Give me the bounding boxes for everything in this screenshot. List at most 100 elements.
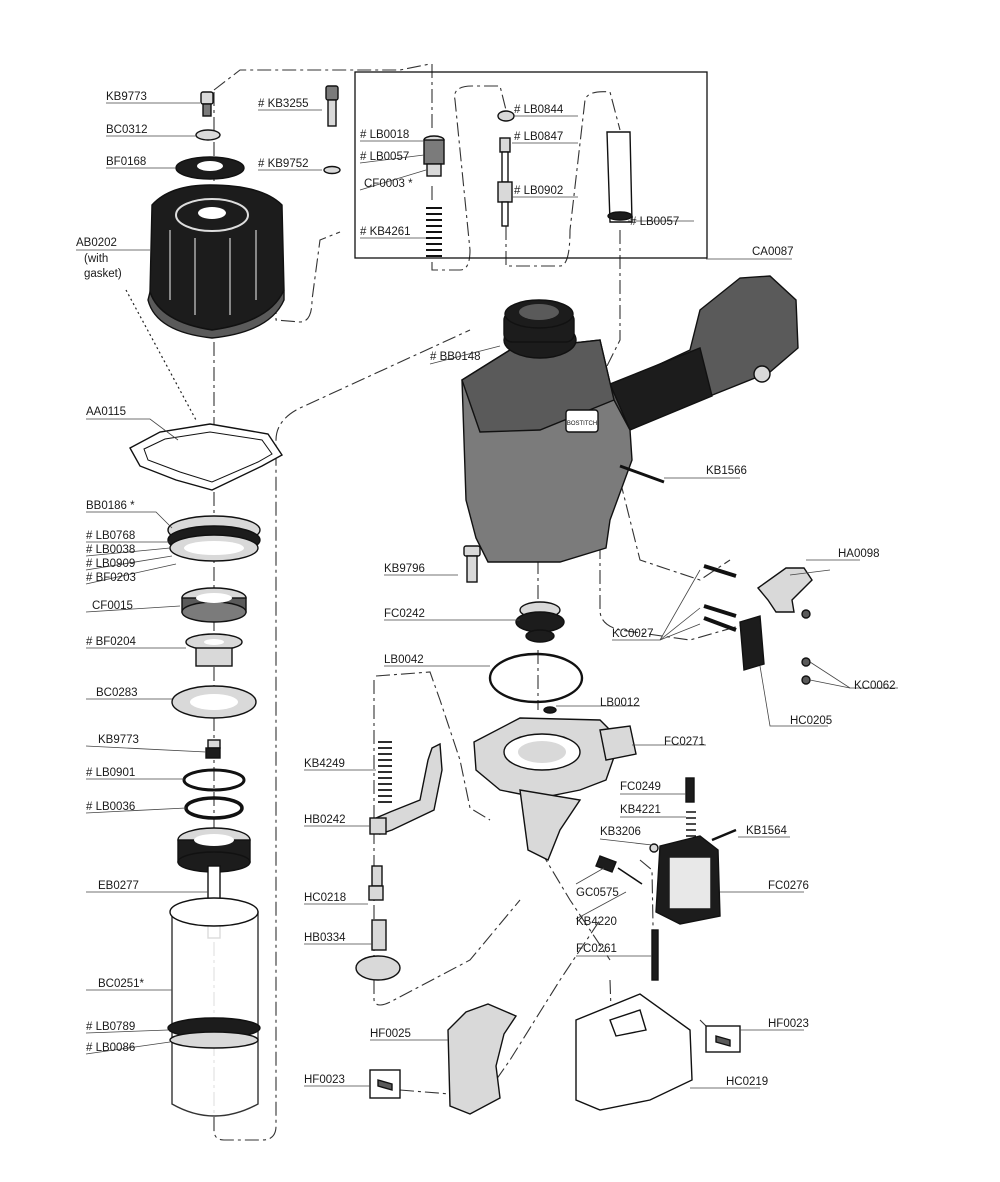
ring-cf0015 [181,587,247,623]
label-ca0087: CA0087 [752,246,794,258]
label-kb9796: KB9796 [384,563,425,575]
label-hc0219: HC0219 [726,1076,768,1088]
screw-kb9773-top [200,91,214,117]
bolts-kc0027 [703,564,737,632]
label-ab0202-gasket: gasket) [84,268,122,280]
pin-gc0575 [595,855,617,873]
nut-kc0062-a [801,657,811,667]
label-ab0202-with: (with [84,253,108,265]
label-fc0276: FC0276 [768,880,809,892]
label-hc0218: HC0218 [304,892,346,904]
label-kc0062: KC0062 [854,680,896,692]
label-hf0023-left: HF0023 [304,1074,345,1086]
label-lb0844: # LB0844 [514,104,564,116]
spring-kb4220 [617,867,643,885]
guide-hc0219 [575,993,693,1111]
bumper-bf0168 [175,156,245,180]
label-bf0204: # BF0204 [86,636,136,648]
label-kb4220: KB4220 [576,916,617,928]
label-lb0036: # LB0036 [86,801,135,813]
label-kb4261: # KB4261 [360,226,411,238]
label-kb1566: KB1566 [706,465,747,477]
screw-kb9773-mid [205,739,221,759]
label-cf0015: CF0015 [92,600,133,612]
pin-fc0261 [651,929,659,981]
label-hb0334: HB0334 [304,932,346,944]
label-lb0012: LB0012 [600,697,640,709]
leader-lines [76,102,898,1089]
label-eb0277: EB0277 [98,880,139,892]
label-fc0242: FC0242 [384,608,425,620]
ring-lb0901 [182,768,246,792]
label-kc0027: KC0027 [612,628,654,640]
label-ha0098: HA0098 [838,548,880,560]
nose-housing-fc0271 [473,717,637,861]
label-lb0847: # LB0847 [514,131,563,143]
valve-sleeve [606,131,633,223]
lever-hb0242 [375,742,443,835]
washer-kb9752 [323,165,341,175]
bracket-ha0098 [756,567,813,613]
label-bc0283: BC0283 [96,687,138,699]
valve-parts-inset-box [354,71,708,259]
label-kb9773-mid: KB9773 [98,734,139,746]
valve-stem-parts [497,110,515,227]
piston-stop-fc0242 [515,601,565,643]
label-aa0115: AA0115 [86,406,126,418]
label-bb0186: BB0186 * [86,500,135,512]
label-bc0251: BC0251* [98,978,145,990]
label-bf0203: # BF0203 [86,572,136,584]
label-bf0168: BF0168 [106,156,146,168]
label-kb9752: # KB9752 [258,158,309,170]
label-lb0789: # LB0789 [86,1021,135,1033]
o-ring-lb0012 [543,706,557,714]
label-kb9773-top: KB9773 [106,91,147,103]
nut-kc0062-b [801,675,811,685]
label-lb0057-right: # LB0057 [630,216,679,228]
label-ab0202: AB0202 [76,237,117,249]
spring-kb4249 [378,741,392,803]
label-lb0038: # LB0038 [86,544,135,556]
label-fc0249: FC0249 [620,781,661,793]
label-kb1564: KB1564 [746,825,788,837]
label-fc0271: FC0271 [664,736,705,748]
label-lb0901: # LB0901 [86,767,135,779]
plate-hc0205 [739,615,765,671]
label-kb4221: KB4221 [620,804,661,816]
washer-bc0312 [195,129,221,141]
label-fc0261: FC0261 [576,943,617,955]
label-lb0018: # LB0018 [360,129,409,141]
brand-badge: BOSTITCH [567,421,597,427]
spring-kb4261 [426,207,442,257]
label-cf0003: CF0003 * [364,178,413,190]
pin-kb3206 [649,843,659,853]
label-hf0025: HF0025 [370,1028,411,1040]
label-lb0086: # LB0086 [86,1042,135,1054]
label-bb0148: # BB0148 [430,351,481,363]
seal-stack-bb0186 [167,515,261,562]
tool-body-ca0087: BOSTITCH [461,275,799,563]
label-lb0768: # LB0768 [86,530,135,542]
bolt-kb3255 [325,85,339,127]
label-lb0909: # LB0909 [86,558,135,570]
pin-kb1566 [619,464,665,484]
label-kb3206: KB3206 [600,826,641,838]
spring-kb4221 [686,811,696,843]
plate-bc0283 [171,685,257,719]
magazine-hf0025 [447,1003,518,1115]
screw-fc0249 [685,777,695,803]
label-kb4249: KB4249 [304,758,345,770]
label-lb0902: # LB0902 [514,185,563,197]
label-lb0057-left: # LB0057 [360,151,409,163]
label-kb3255: # KB3255 [258,98,309,110]
label-bc0312: BC0312 [106,124,148,136]
foot-hb0334 [355,919,401,981]
label-hc0205: HC0205 [790,715,832,727]
screw-kb9796 [463,545,481,583]
cylinder-cap-ab0202 [147,184,285,339]
rod-hc0218 [368,865,384,901]
label-hb0242: HB0242 [304,814,346,826]
cylinder-bc0251 [167,897,261,1117]
label-gc0575: GC0575 [576,887,619,899]
